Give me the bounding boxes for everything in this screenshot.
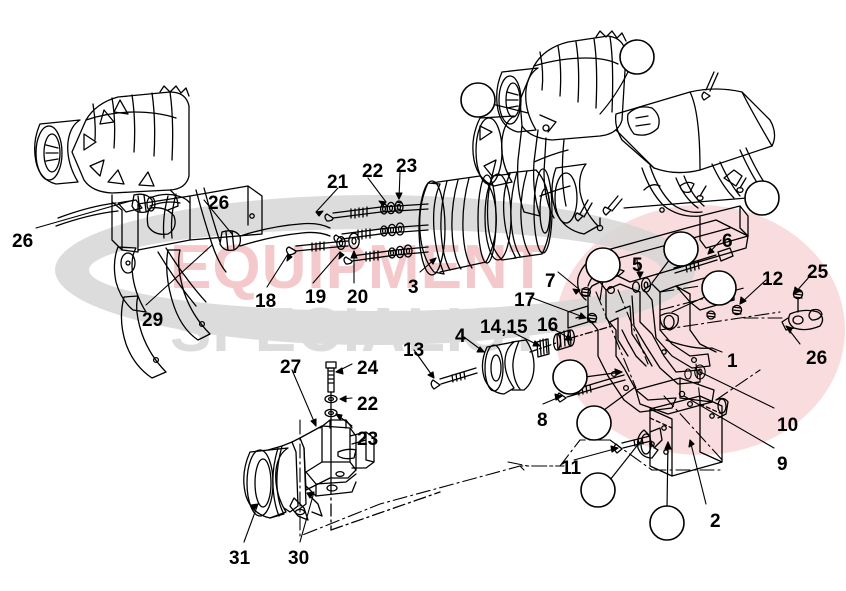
callout-number-17: 17 <box>514 290 536 311</box>
callout-letter-e-8: E <box>591 479 605 500</box>
callout-number-10: 10 <box>777 415 799 436</box>
small-hardware <box>580 285 743 324</box>
idler-pulley-group <box>430 325 613 395</box>
clamp-part-26 <box>781 288 824 331</box>
leader-lines-bracket <box>413 239 811 505</box>
callout-number-22: 22 <box>362 161 384 182</box>
callout-number-9: 9 <box>777 454 788 475</box>
callout-number-19: 19 <box>305 287 327 308</box>
callout-number-5: 5 <box>632 255 643 276</box>
lower-mount-block <box>636 395 729 477</box>
callout-letter-c-2: C <box>755 187 769 208</box>
callout-number-24: 24 <box>357 358 379 379</box>
callout-number-8: 8 <box>537 410 548 431</box>
callout-number-2: 2 <box>710 511 721 532</box>
leader-lines-left <box>35 199 233 306</box>
callout-number-7: 7 <box>545 271 556 292</box>
callout-letter-a-0: A <box>471 89 485 110</box>
callout-number-18: 18 <box>255 291 277 312</box>
callout-number-21: 21 <box>327 172 349 193</box>
callout-number-23: 23 <box>396 156 418 177</box>
callout-number-16: 16 <box>537 315 559 336</box>
callout-letter-b-1: B <box>630 46 644 67</box>
callout-number-11: 11 <box>561 458 582 479</box>
callout-letter-e-6: E <box>563 366 577 387</box>
callout-letter-a-3: A <box>596 254 610 275</box>
alternator-assembly-left <box>34 85 331 379</box>
construction-lines <box>299 285 785 537</box>
callout-number-20: 20 <box>347 287 369 308</box>
callout-letter-d-7: D <box>587 412 601 433</box>
callout-number-26: 26 <box>12 231 34 252</box>
leader-lines-pulley <box>266 171 437 288</box>
pump-assembly <box>243 361 441 531</box>
callout-number-3: 3 <box>408 277 419 298</box>
callout-number-12: 12 <box>762 269 784 290</box>
callout-letter-d-9: D <box>660 512 674 533</box>
pulley-and-fasteners-group <box>285 174 497 276</box>
callout-number-26: 26 <box>806 348 828 369</box>
callout-number-6: 6 <box>722 231 733 252</box>
callout-letter-b-4: B <box>674 238 688 259</box>
callout-number-23: 23 <box>357 429 379 450</box>
callout-number-27: 27 <box>280 357 302 378</box>
callout-number-14-15: 14,15 <box>480 317 528 338</box>
callout-number-1: 1 <box>727 351 738 372</box>
callout-number-25: 25 <box>807 262 829 283</box>
callout-number-13: 13 <box>403 340 425 361</box>
callout-number-31: 31 <box>229 548 251 569</box>
callout-number-29: 29 <box>142 310 164 331</box>
callout-number-26: 26 <box>208 193 230 214</box>
leader-lines-pump <box>243 363 353 543</box>
callout-number-22: 22 <box>357 394 379 415</box>
callout-number-30: 30 <box>288 548 310 569</box>
callout-number-4: 4 <box>455 326 466 347</box>
callout-letter-c-5: C <box>712 277 726 298</box>
